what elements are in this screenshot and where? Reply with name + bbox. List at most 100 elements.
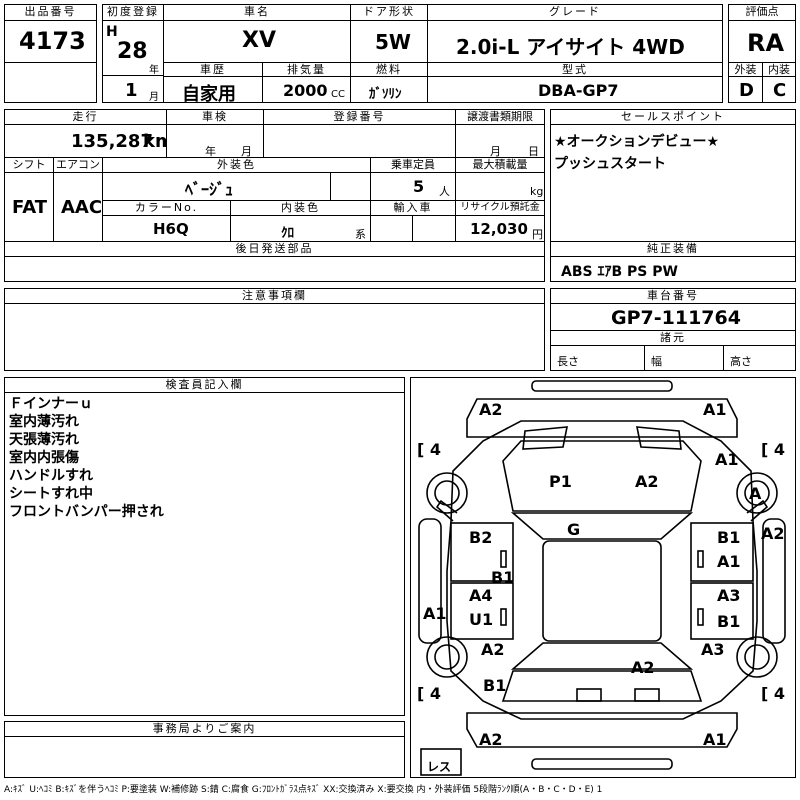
mark-tire-fl: [ 4 <box>417 440 442 459</box>
inspection-month-unit: 月 <box>241 145 252 158</box>
chassis-number: GP7-111764 <box>611 307 741 329</box>
mark-door-fr: B1 <box>717 528 741 547</box>
shift: FAT <box>12 197 48 218</box>
mark-qtr-right: A3 <box>701 640 725 659</box>
dims-label: 諸元 <box>550 330 796 346</box>
first-reg-label: 初度登録 <box>102 4 164 21</box>
inspector-line: 室内薄汚れ <box>9 414 79 430</box>
ac-label: エアコン <box>53 157 103 173</box>
dims-height: 高さ <box>730 355 752 368</box>
inspector-line: ハンドルすれ <box>9 468 93 484</box>
ac-cell: AAC <box>53 172 103 242</box>
reg-no-label: 登録番号 <box>263 109 456 125</box>
int-label: 内装 <box>762 62 796 77</box>
sales-point-cell: ★オークションデビュー★ プッシュスタート <box>550 124 796 242</box>
mark-trunk: A2 <box>631 658 655 677</box>
import-cell-a <box>370 215 413 242</box>
era: H <box>106 24 118 40</box>
mark-tire-rr: [ 4 <box>761 684 786 703</box>
displacement-cell: 2000 CC <box>262 76 351 103</box>
mark-door-rl-1: A4 <box>469 586 493 605</box>
inspection-label: 車検 <box>166 109 264 125</box>
shift-label: シフト <box>4 157 54 173</box>
mileage-label: 走行 <box>4 109 167 125</box>
transfer-day: 日 <box>528 145 539 158</box>
lot-number: 4173 <box>19 27 86 55</box>
capacity-unit: 人 <box>439 185 450 198</box>
rating-cell: RA <box>728 20 796 63</box>
month-unit: 月 <box>149 92 159 103</box>
chassis-cell: GP7-111764 <box>550 303 796 331</box>
door-label: ドア形状 <box>350 4 428 21</box>
inspection-cell: 年 月 <box>166 124 264 158</box>
mileage-cell: 135,287 km <box>4 124 174 158</box>
door-cell: 5W <box>350 20 428 63</box>
ac: AAC <box>61 197 103 218</box>
inspector-label: 検査員記入欄 <box>4 377 405 393</box>
transfer-cell: 月 日 <box>455 124 545 158</box>
dims-height-cell: 高さ <box>723 345 796 371</box>
mark-fender-fr: A1 <box>715 450 739 469</box>
load-label: 最大積載量 <box>455 157 545 173</box>
inspector-notes: Ｆインナーｕ 室内薄汚れ 天張薄汚れ 室内内張傷 ハンドルすれ シートすれ中 フ… <box>9 395 164 521</box>
model-cell: DBA-GP7 <box>427 76 723 103</box>
inspector-line: 天張薄汚れ <box>9 432 79 448</box>
color-no: H6Q <box>153 220 189 238</box>
damage-diagram: A2 A1 [ 4 [ 4 A1 A P1 A2 G B2 B1 A2 A1 B… <box>410 377 796 778</box>
sales-point-label: セールスポイント <box>550 109 796 125</box>
equipment-label: 純正装備 <box>550 241 796 257</box>
mark-rb-right: A1 <box>703 730 727 749</box>
rating-label: 評価点 <box>728 4 796 21</box>
color-cell: ﾍﾞｰｼﾞｭ <box>102 172 331 201</box>
recycle-label: リサイクル預託金 <box>455 200 545 216</box>
inspector-line: フロントバンパー押され <box>9 504 164 520</box>
grade-label: グレード <box>427 4 723 21</box>
inspection-year-unit: 年 <box>205 145 216 158</box>
ext-grade: D <box>739 80 754 101</box>
int-grade: C <box>773 80 787 101</box>
equipment: ABS ｴｱB PS PW <box>561 264 678 280</box>
notes-label: 注意事項欄 <box>4 288 545 304</box>
load-unit: kg <box>530 185 544 198</box>
reg-no-cell <box>263 124 456 158</box>
mark-door-rl-2: U1 <box>469 610 494 629</box>
displacement-unit: CC <box>331 89 345 100</box>
shift-cell: FAT <box>4 172 54 242</box>
reg-month: 1 <box>125 80 138 101</box>
load-cell: kg <box>455 172 545 201</box>
mark-fb-right: A1 <box>703 400 727 419</box>
capacity-label: 乗車定員 <box>370 157 456 173</box>
mark-tire-fr: [ 4 <box>761 440 786 459</box>
inspector-line: Ｆインナーｕ <box>9 396 93 412</box>
displacement-label: 排気量 <box>262 62 351 77</box>
int-color-unit: 系 <box>355 228 366 241</box>
int-color: ｸﾛ <box>281 226 294 241</box>
sales-line-1: ★オークションデビュー★ <box>554 134 720 150</box>
mileage: 135,287 <box>71 131 153 152</box>
dims-width-cell: 幅 <box>644 345 724 371</box>
mark-pillar-left: B1 <box>491 568 515 587</box>
mark-side-left: A1 <box>423 604 447 623</box>
car-name-label: 車名 <box>163 4 351 21</box>
int-color-label: 内装色 <box>230 200 371 216</box>
mark-roof: G <box>567 520 581 539</box>
inspector-line: シートすれ中 <box>9 486 93 502</box>
int-cell: C <box>762 76 796 103</box>
model-label: 型式 <box>427 62 723 77</box>
mark-hood-right: A2 <box>635 472 659 491</box>
recycle-unit: 円 <box>532 228 543 241</box>
chassis-label: 車台番号 <box>550 288 796 304</box>
transfer-label: 譲渡書類期限 <box>455 109 545 125</box>
mark-qtr-left: A2 <box>481 640 505 659</box>
color-extra-cell <box>330 172 371 201</box>
dims-width: 幅 <box>651 355 662 368</box>
fuel-label: 燃料 <box>350 62 428 77</box>
grade: 2.0i-L アイサイト 4WD <box>456 35 685 59</box>
legend: A:ｷｽﾞ U:ﾍｺﾐ B:ｷｽﾞを伴うﾍｺﾐ P:要塗装 W:補修跡 S:錆 … <box>4 785 603 795</box>
mark-wheel-fr: A <box>749 484 762 503</box>
color-label: 外装色 <box>102 157 371 173</box>
office-cell <box>4 736 405 778</box>
mark-rear-left: B1 <box>483 676 507 695</box>
history-cell: 自家用 <box>163 76 263 105</box>
mark-hood-left: P1 <box>549 472 572 491</box>
